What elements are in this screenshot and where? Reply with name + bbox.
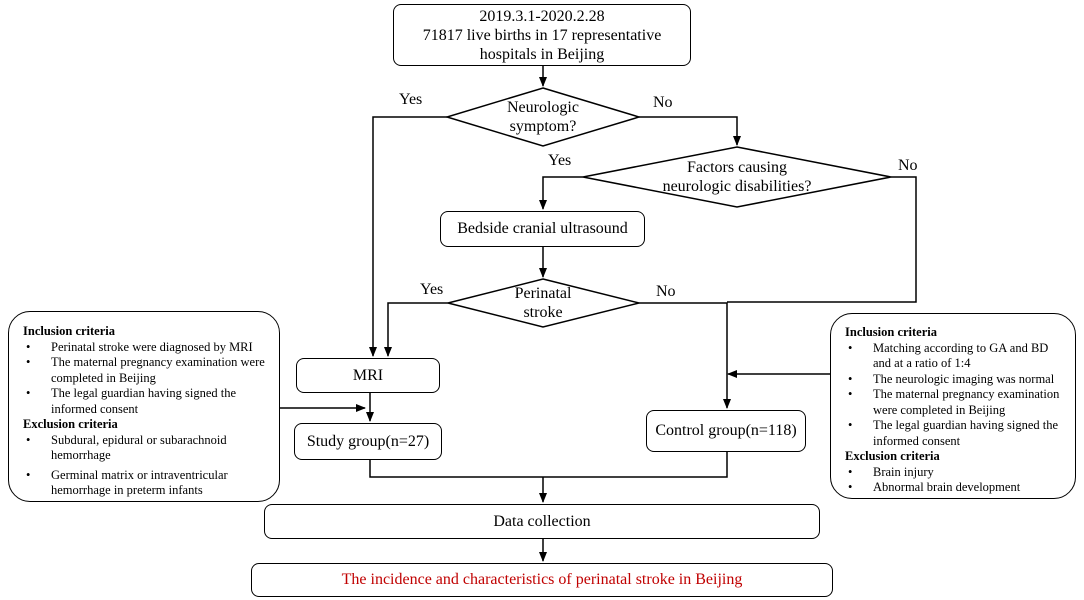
start-line-1: 2019.3.1-2020.2.28 [479,7,605,25]
right-inclusion-item: The neurologic imaging was normal [845,372,1065,388]
study-group-label: Study group(n=27) [306,432,430,450]
decision-factors-line-2: neurologic disabilities? [662,178,812,195]
edge-neuro-yes-mri [369,116,447,357]
label-no-factors: No [898,157,918,174]
left-exclusion-list: Subdural, epidural or subarachnoid hemor… [23,433,267,499]
decision-stroke-line-1: Perinatal [514,285,572,302]
left-inclusion-item: The legal guardian having signed the inf… [23,386,267,417]
right-exclusion-item: Abnormal brain development [845,480,1065,496]
right-exclusion-title: Exclusion criteria [845,449,940,463]
decision-neurologic-diamond [444,87,642,147]
label-yes-neurologic: Yes [399,91,423,108]
control-group-label: Control group(n=118) [655,422,797,439]
right-inclusion-list: Matching according to GA and BD and at a… [845,341,1065,450]
decision-stroke-line-2: stroke [523,304,563,321]
start-line-2: 71817 live births in 17 representative [422,26,662,44]
left-exclusion-item: Germinal matrix or intraventricular hemo… [23,468,267,499]
edge-stroke-yes-mri [384,302,448,357]
left-inclusion-list: Perinatal stroke were diagnosed by MRI T… [23,340,267,418]
decision-neurologic-text: Neurologic symptom? [473,98,613,136]
edge-factors-yes-ultrasound [539,176,583,210]
label-yes-stroke: Yes [420,281,444,298]
mri-box: MRI [296,358,440,393]
left-inclusion-item: The maternal pregnancy examination were … [23,355,267,386]
decision-factors-text: Factors causing neurologic disabilities? [627,158,847,196]
right-inclusion-item: The maternal pregnancy examination were … [845,387,1065,418]
left-inclusion-title: Inclusion criteria [23,324,116,338]
outcome-box: The incidence and characteristics of per… [251,563,833,597]
start-line-3: hospitals in Beijing [479,45,605,63]
decision-neurologic-line-2: symptom? [509,118,577,135]
edge-stroke-no-control [639,302,731,409]
start-box: 2019.3.1-2020.2.28 71817 live births in … [393,4,691,66]
outcome-label: The incidence and characteristics of per… [341,571,743,588]
edge-factors-no [727,176,917,303]
left-exclusion-title: Exclusion criteria [23,417,118,431]
ultrasound-box: Bedside cranial ultrasound [440,211,645,247]
decision-stroke-text: Perinatal stroke [483,284,603,322]
right-inclusion-item: Matching according to GA and BD and at a… [845,341,1065,372]
data-collection-box: Data collection [264,504,820,539]
left-exclusion-item: Subdural, epidural or subarachnoid hemor… [23,433,267,464]
control-group-box: Control group(n=118) [646,410,806,452]
label-yes-factors: Yes [548,152,572,169]
study-group-box: Study group(n=27) [294,423,442,460]
left-inclusion-item: Perinatal stroke were diagnosed by MRI [23,340,267,356]
edge-groups-merge [369,452,728,478]
right-inclusion-title: Inclusion criteria [845,325,938,339]
decision-neurologic-line-1: Neurologic [507,99,579,116]
decision-stroke-diamond [447,278,640,328]
edge-neuro-no-factors [639,116,741,146]
right-criteria-box: Inclusion criteria Matching according to… [830,313,1076,499]
right-exclusion-list: Brain injury Abnormal brain development [845,465,1065,496]
ultrasound-label: Bedside cranial ultrasound [457,220,628,237]
mri-label: MRI [352,366,384,384]
decision-factors-line-1: Factors causing [687,159,787,176]
right-inclusion-item: The legal guardian having signed the inf… [845,418,1065,449]
data-collection-label: Data collection [493,512,591,530]
left-criteria-box: Inclusion criteria Perinatal stroke were… [8,311,280,502]
label-no-stroke: No [656,283,676,300]
decision-factors-diamond [582,146,892,208]
right-exclusion-item: Brain injury [845,465,1065,481]
label-no-neurologic: No [653,94,673,111]
